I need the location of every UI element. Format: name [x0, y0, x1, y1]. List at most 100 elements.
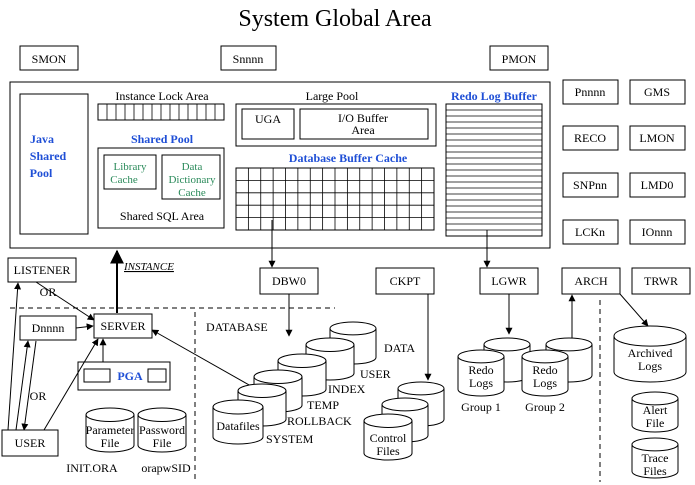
redo-log-buffer-grid: [445, 103, 543, 237]
process-trwr: [631, 267, 691, 295]
arrow-user-to-dnnnn: [15, 340, 31, 431]
cylinder-parameter-file: [85, 407, 135, 453]
process-pnnnn: [562, 79, 619, 105]
cylinder-alert-file: [631, 391, 679, 433]
large-pool-box: [235, 103, 437, 147]
alert-file-label-2: File: [646, 416, 665, 430]
datafiles-label: Datafiles: [216, 419, 260, 433]
svg-text:ARCH: ARCH: [574, 274, 608, 288]
group1-label: Group 1: [461, 400, 501, 414]
svg-text:IOnnn: IOnnn: [642, 225, 673, 239]
temp-label: TEMP: [307, 398, 339, 412]
index-label: INDEX: [328, 382, 366, 396]
svg-text:I/O Buffer: I/O Buffer: [338, 111, 388, 125]
process-server: [93, 313, 153, 339]
archived-logs-label-2: Logs: [638, 359, 662, 373]
instance-label: INSTANCE: [123, 261, 174, 273]
user-label: USER: [360, 367, 391, 381]
database-buffer-cache-label: Database Buffer Cache: [289, 151, 408, 165]
process-ionnn: [629, 219, 686, 245]
shared-sql-area-label: Shared SQL Area: [120, 209, 205, 223]
instance-lock-area-label: Instance Lock Area: [115, 89, 209, 103]
password-file-label-2: File: [153, 436, 172, 450]
cylinder-control-files: [363, 413, 413, 461]
svg-text:DBW0: DBW0: [272, 274, 306, 288]
process-dnnnn: [19, 315, 77, 341]
svg-text:USER: USER: [15, 436, 46, 450]
cylinder-archived-logs: [613, 325, 687, 383]
java-shared-pool: [19, 93, 89, 235]
svg-text:Cache: Cache: [178, 187, 206, 199]
cylinder-password-file: [137, 407, 187, 453]
svg-text:SERVER: SERVER: [100, 319, 145, 333]
arrow-arch-to-archived: [619, 293, 649, 327]
arrow-listener-to-server: [35, 281, 95, 321]
arrow-server-to-datafiles: [151, 329, 259, 391]
svg-text:UGA: UGA: [255, 112, 281, 126]
shared-pool-label: Shared Pool: [131, 132, 194, 146]
redo-log-buffer-label: Redo Log Buffer: [451, 89, 538, 103]
alert-file-label-1: Alert: [643, 403, 668, 417]
uga-box: [241, 108, 295, 140]
process-reco: [562, 125, 619, 151]
cylinder-datafiles: [212, 399, 264, 445]
instance-lock-area-grid: [97, 103, 225, 121]
process-ckpt: [375, 267, 435, 295]
svg-text:Dictionary: Dictionary: [168, 174, 216, 186]
data-label: DATA: [384, 341, 415, 355]
svg-text:Snnnn: Snnnn: [233, 52, 264, 66]
trace-files-label-1: Trace: [642, 451, 669, 465]
svg-text:PGA: PGA: [117, 369, 143, 383]
system-label: SYSTEM: [266, 432, 314, 446]
arrow-dnnnn-to-server: [75, 323, 94, 331]
svg-text:Shared: Shared: [30, 149, 67, 163]
archived-logs-label-1: Archived: [628, 346, 673, 360]
sga-box: [9, 81, 551, 249]
cylinder-redo-group1: [457, 349, 505, 397]
process-smon: [19, 45, 79, 71]
svg-text:SNPnn: SNPnn: [573, 178, 607, 192]
arrow-user-to-listener: [7, 282, 22, 431]
redo-logs-2-label-1: Redo: [532, 363, 557, 377]
svg-text:TRWR: TRWR: [644, 274, 678, 288]
control-files-label-2: Files: [376, 444, 400, 458]
trace-files-label-2: Files: [643, 464, 667, 478]
process-lckn: [562, 219, 619, 245]
or-label-1: OR: [40, 285, 57, 299]
arrow-dnnnn-to-user: [21, 340, 37, 431]
control-files-label-1: Control: [370, 431, 407, 445]
svg-text:SMON: SMON: [32, 52, 67, 66]
svg-text:RECO: RECO: [574, 131, 606, 145]
svg-text:Library: Library: [114, 161, 147, 173]
svg-text:GMS: GMS: [644, 85, 670, 99]
process-listener: [7, 257, 77, 283]
process-arch: [561, 267, 621, 295]
process-pmon: [489, 45, 549, 71]
process-user-client: [1, 429, 59, 457]
process-lmd0: [629, 172, 686, 198]
svg-text:Java: Java: [30, 132, 54, 146]
orapwsid-label: orapwSID: [141, 461, 191, 475]
process-lmon: [629, 125, 686, 151]
library-cache: [103, 154, 157, 190]
svg-text:LGWR: LGWR: [491, 274, 526, 288]
parameter-file-label-1: Parameter: [86, 423, 135, 437]
process-gms: [629, 79, 686, 105]
group2-label: Group 2: [525, 400, 565, 414]
data-dictionary-cache: [161, 154, 221, 200]
arrow-user-to-server: [43, 338, 99, 431]
svg-text:LMD0: LMD0: [641, 178, 674, 192]
svg-text:Data: Data: [182, 161, 203, 173]
process-snpnn: [562, 172, 619, 198]
diagram-title: System Global Area: [238, 6, 432, 32]
io-buffer-area: [299, 108, 429, 140]
svg-text:Pnnnn: Pnnnn: [575, 85, 606, 99]
password-file-label-1: Password: [139, 423, 185, 437]
svg-text:LISTENER: LISTENER: [14, 263, 71, 277]
svg-text:LMON: LMON: [639, 131, 675, 145]
svg-text:Area: Area: [351, 123, 375, 137]
cylinder-redo-group2: [521, 349, 569, 397]
rollback-label: ROLLBACK: [287, 414, 352, 428]
init-ora-label: INIT.ORA: [66, 461, 118, 475]
